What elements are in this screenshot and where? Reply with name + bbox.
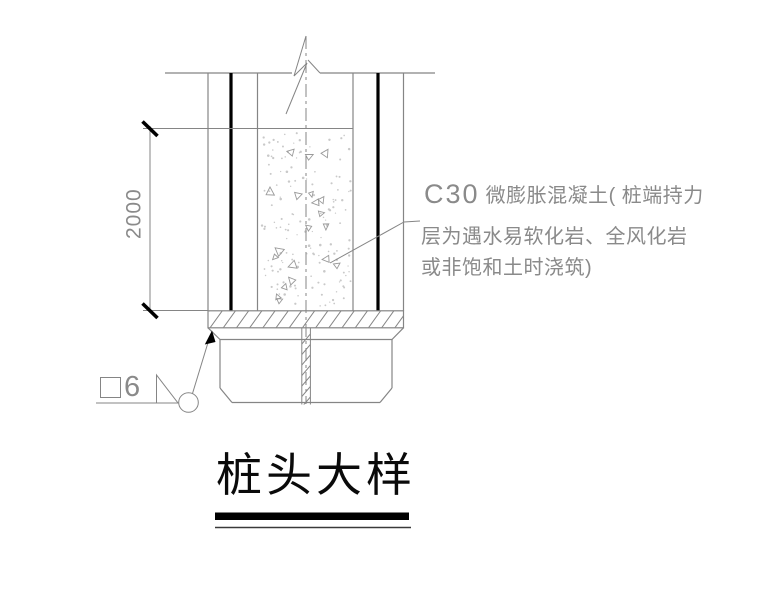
weld-leader-line xyxy=(192,335,211,394)
title-underline-thick xyxy=(215,512,409,520)
steel-plate-band xyxy=(207,310,405,329)
concrete-fill-texture xyxy=(260,132,352,307)
dimension-tick-top xyxy=(141,120,159,138)
annotation-line-3: 或非饱和土时浇筑) xyxy=(421,257,593,279)
plate-bevel-left xyxy=(207,327,221,340)
weld-all-around-circle-icon xyxy=(178,392,199,413)
annotation-line-2: 层为遇水易软化岩、全风化岩 xyxy=(421,226,688,248)
block-chamfer-left xyxy=(219,387,233,403)
annotation-leader-line xyxy=(329,220,421,264)
annotation-line-1: C30 微膨胀混凝土( 桩端持力 xyxy=(424,179,704,210)
plate-bevel-right xyxy=(391,327,404,340)
weld-leader-arrowhead xyxy=(204,330,216,345)
dimension-label: 2000 xyxy=(123,188,146,239)
core-strip-hatch xyxy=(301,333,311,405)
concrete-grade-code: C30 xyxy=(424,179,480,209)
dimension-tick-bottom xyxy=(141,302,159,320)
break-symbol-kink xyxy=(307,59,321,74)
fillet-weld-triangle-icon xyxy=(156,373,180,404)
drawing-title: 桩头大样 xyxy=(216,450,416,501)
square-weld-symbol xyxy=(100,377,121,398)
annotation-line-1-text: 微膨胀混凝土( 桩端持力 xyxy=(479,185,704,207)
steel-plate-hatch xyxy=(209,310,403,328)
block-chamfer-right xyxy=(379,387,393,403)
weld-size-label: 6 xyxy=(124,371,141,403)
break-symbol xyxy=(285,35,308,115)
